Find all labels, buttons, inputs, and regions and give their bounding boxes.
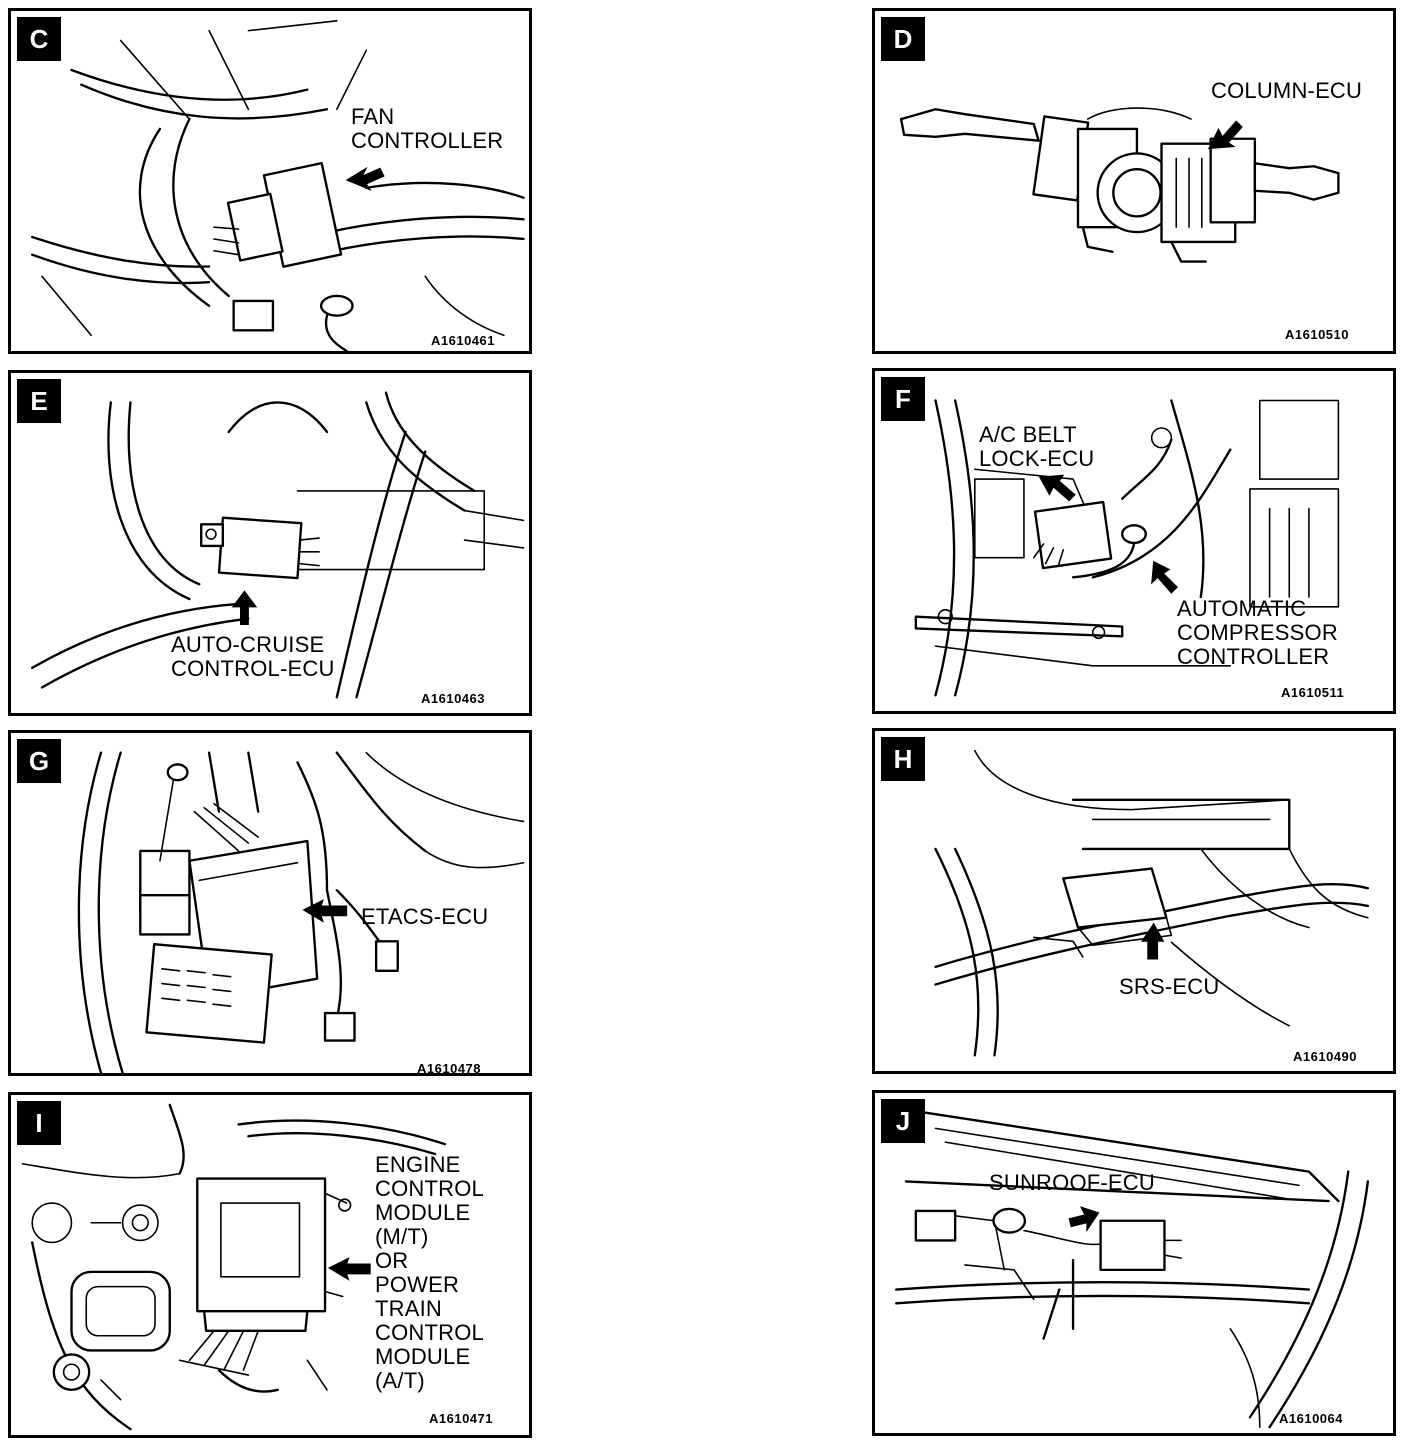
auto-cruise-ecu-illustration [31, 391, 525, 699]
panel-g: G ETACS-ECU A1610478 [8, 730, 532, 1076]
etacs-ecu-illustration [77, 751, 525, 1073]
panel-f: F A/C BELT LOCK-ECU AUTOMATIC COMPRESSOR… [872, 368, 1396, 714]
sunroof-ecu-illustration [895, 1111, 1370, 1429]
srs-ecu-label: SRS-ECU [1119, 974, 1220, 999]
panel-tag: J [881, 1099, 925, 1143]
figure-code: A1610510 [1285, 327, 1349, 342]
panel-h: H SRS-ECU A1610490 [872, 728, 1396, 1074]
panel-tag: D [881, 17, 925, 61]
panel-c: C FAN CONTROLLER A1610461 [8, 8, 532, 354]
figure-code: A1610461 [431, 333, 495, 348]
figure-code: A1610478 [417, 1061, 481, 1076]
figure-code: A1610490 [1293, 1049, 1357, 1064]
panel-i: I ENGINE CONTROL MODULE (M/T) OR POWER T… [8, 1092, 532, 1438]
engine-control-module-label: ENGINE CONTROL MODULE (M/T) OR POWER TRA… [375, 1152, 484, 1393]
column-ecu-illustration [899, 107, 1340, 263]
srs-ecu-illustration [934, 749, 1370, 1057]
panel-tag: H [881, 737, 925, 781]
panel-tag: G [17, 739, 61, 783]
panel-tag: E [17, 379, 61, 423]
engine-control-module-illustration [21, 1103, 447, 1431]
panel-tag: F [881, 377, 925, 421]
ac-belt-lock-ecu-illustration [914, 399, 1340, 697]
figure-code: A1610511 [1281, 685, 1345, 700]
auto-cruise-ecu-label: AUTO-CRUISE CONTROL-ECU [171, 632, 335, 681]
panel-e: E AUTO-CRUISE CONTROL-ECU A1610463 [8, 370, 532, 716]
panel-d: D COLUMN-ECU A1610510 [872, 8, 1396, 354]
panel-tag: I [17, 1101, 61, 1145]
fan-controller-label: FAN CONTROLLER [351, 104, 504, 153]
figure-code: A1610463 [421, 691, 485, 706]
sunroof-ecu-label: SUNROOF-ECU [989, 1170, 1155, 1195]
automatic-compressor-controller-label: AUTOMATIC COMPRESSOR CONTROLLER [1177, 596, 1338, 669]
column-ecu-label: COLUMN-ECU [1211, 78, 1363, 103]
ac-belt-lock-ecu-label: A/C BELT LOCK-ECU [979, 422, 1095, 471]
etacs-ecu-label: ETACS-ECU [361, 904, 489, 929]
fan-controller-illustration [31, 20, 525, 351]
figure-code: A1610471 [429, 1411, 493, 1426]
figure-code: A1610064 [1279, 1411, 1343, 1426]
panel-j: J SUNROOF-ECU A1610064 [872, 1090, 1396, 1436]
panel-tag: C [17, 17, 61, 61]
